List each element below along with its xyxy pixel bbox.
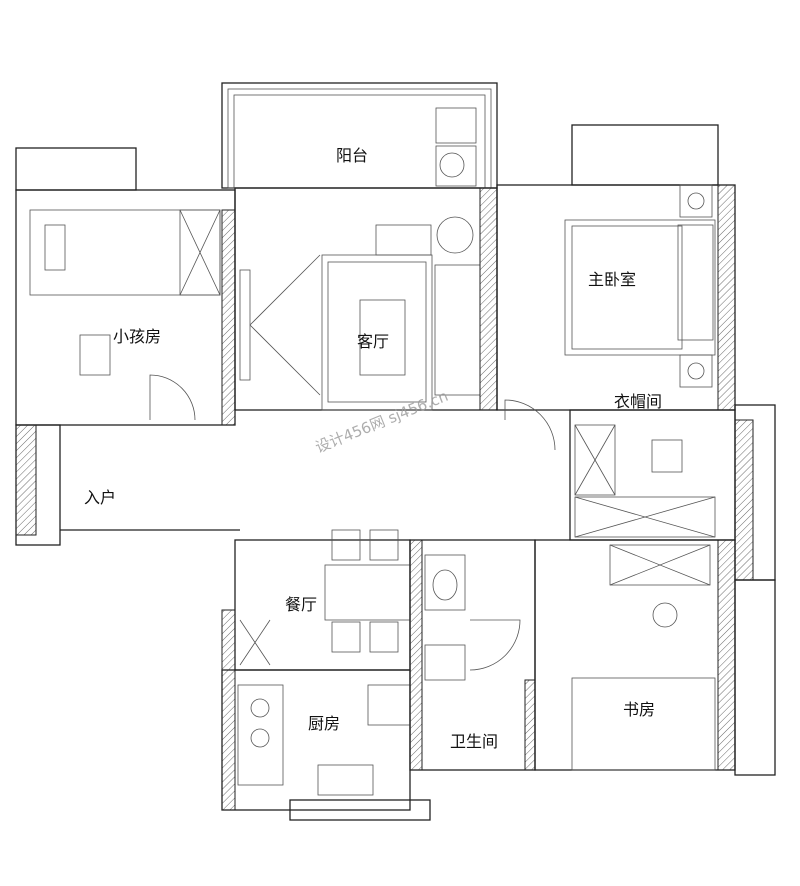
master-bedroom <box>496 124 736 451</box>
room-label-dining-room: 餐厅 <box>285 595 318 614</box>
balcony-top <box>221 82 498 189</box>
dining-room <box>221 529 411 811</box>
room-label-bathroom: 卫生间 <box>450 732 499 751</box>
room-label-walk-in-closet: 衣帽间 <box>614 392 663 411</box>
study <box>534 539 776 776</box>
room-label-master-bedroom: 主卧室 <box>588 270 637 289</box>
bathroom <box>409 539 536 771</box>
entrance <box>15 424 240 546</box>
room-label-kitchen: 厨房 <box>308 714 341 733</box>
room-label-child-room: 小孩房 <box>113 327 162 346</box>
child-room <box>15 147 236 426</box>
kitchen <box>221 669 431 821</box>
room-label-living-room: 客厅 <box>357 332 390 351</box>
room-label-balcony: 阳台 <box>336 146 369 165</box>
walk-in-closet <box>569 404 776 581</box>
living-room <box>234 187 498 411</box>
room-label-entrance: 入户 <box>84 488 117 507</box>
room-label-study: 书房 <box>623 700 656 719</box>
